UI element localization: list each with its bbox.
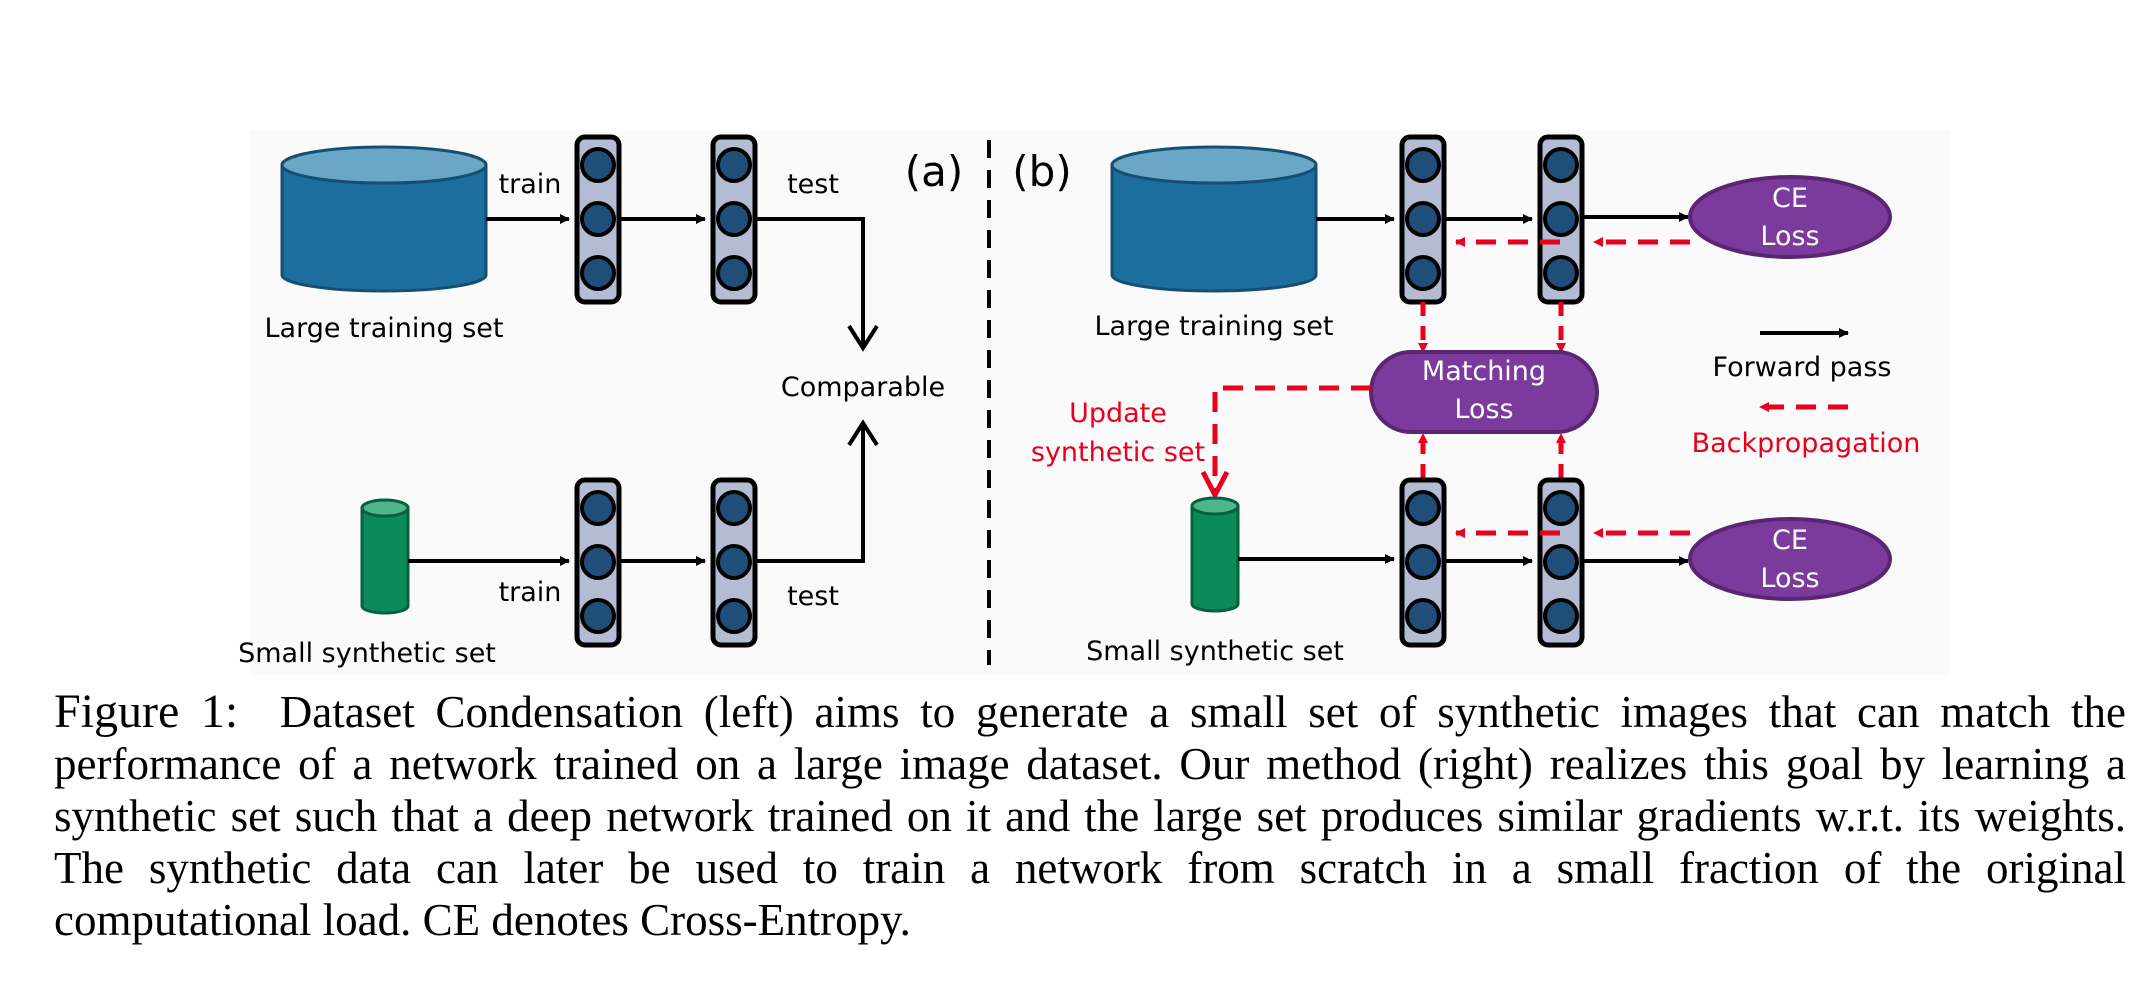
legend-forward-label: Forward pass — [1713, 352, 1892, 383]
ce-loss-bottom-line1: CE — [1772, 525, 1808, 556]
network-b-bottom-1 — [1402, 480, 1444, 645]
large-set-label-a: Large training set — [265, 313, 504, 344]
ce-loss-bottom — [1688, 517, 1892, 601]
arrow-test-bottom — [755, 423, 865, 563]
network-a-top-2 — [713, 137, 755, 302]
network-b-top-2 — [1540, 137, 1582, 302]
large-dataset-cylinder-a — [280, 145, 488, 293]
ce-loss-bottom-line2: Loss — [1760, 563, 1819, 594]
ce-loss-top-line1: CE — [1772, 183, 1808, 214]
large-set-label-b: Large training set — [1095, 311, 1334, 342]
arrow-head-up — [847, 419, 879, 447]
ce-loss-top — [1688, 175, 1892, 259]
legend-backprop-label: Backpropagation — [1692, 428, 1921, 459]
panel-a: Large training set train test Comparable… — [238, 137, 963, 669]
network-b-top-1 — [1402, 137, 1444, 302]
figure-caption: Figure 1: Dataset Condensation (left) ai… — [54, 686, 2126, 946]
small-set-label-b: Small synthetic set — [1086, 636, 1344, 667]
network-a-bottom-2 — [713, 480, 755, 645]
figure-label: Figure 1: — [54, 685, 239, 738]
small-set-label-a: Small synthetic set — [238, 638, 496, 669]
ce-loss-top-line2: Loss — [1760, 221, 1819, 252]
caption-text: Dataset Condensation (left) aims to gene… — [54, 687, 2127, 945]
panel-b: (b) Large training set CE Loss Matching … — [1012, 137, 1920, 667]
arrow-head-down — [847, 324, 879, 352]
update-label-line2: synthetic set — [1031, 437, 1205, 468]
comparable-label: Comparable — [781, 372, 945, 403]
test-label-top: test — [787, 169, 839, 200]
train-label-bottom: train — [499, 577, 562, 608]
panel-b-label: (b) — [1012, 147, 1071, 196]
panel-a-label: (a) — [905, 147, 964, 196]
network-a-bottom-1 — [577, 480, 619, 645]
matching-loss-line1: Matching — [1422, 356, 1546, 387]
train-label-top: train — [499, 169, 562, 200]
network-b-bottom-2 — [1540, 480, 1582, 645]
large-dataset-cylinder-b — [1110, 145, 1318, 293]
matching-loss-line2: Loss — [1454, 394, 1513, 425]
small-synthetic-cylinder-a — [360, 498, 410, 615]
test-label-bottom: test — [787, 581, 839, 612]
update-path — [1212, 385, 1371, 495]
small-synthetic-cylinder-b — [1190, 496, 1240, 613]
matching-loss — [1369, 350, 1599, 434]
network-a-top-1 — [577, 137, 619, 302]
update-arrow-head — [1200, 470, 1230, 501]
update-label-line1: Update — [1069, 398, 1167, 429]
arrow-test-top — [755, 217, 865, 348]
dataset-condensation-diagram: Large training set train test Comparable… — [238, 134, 1921, 669]
